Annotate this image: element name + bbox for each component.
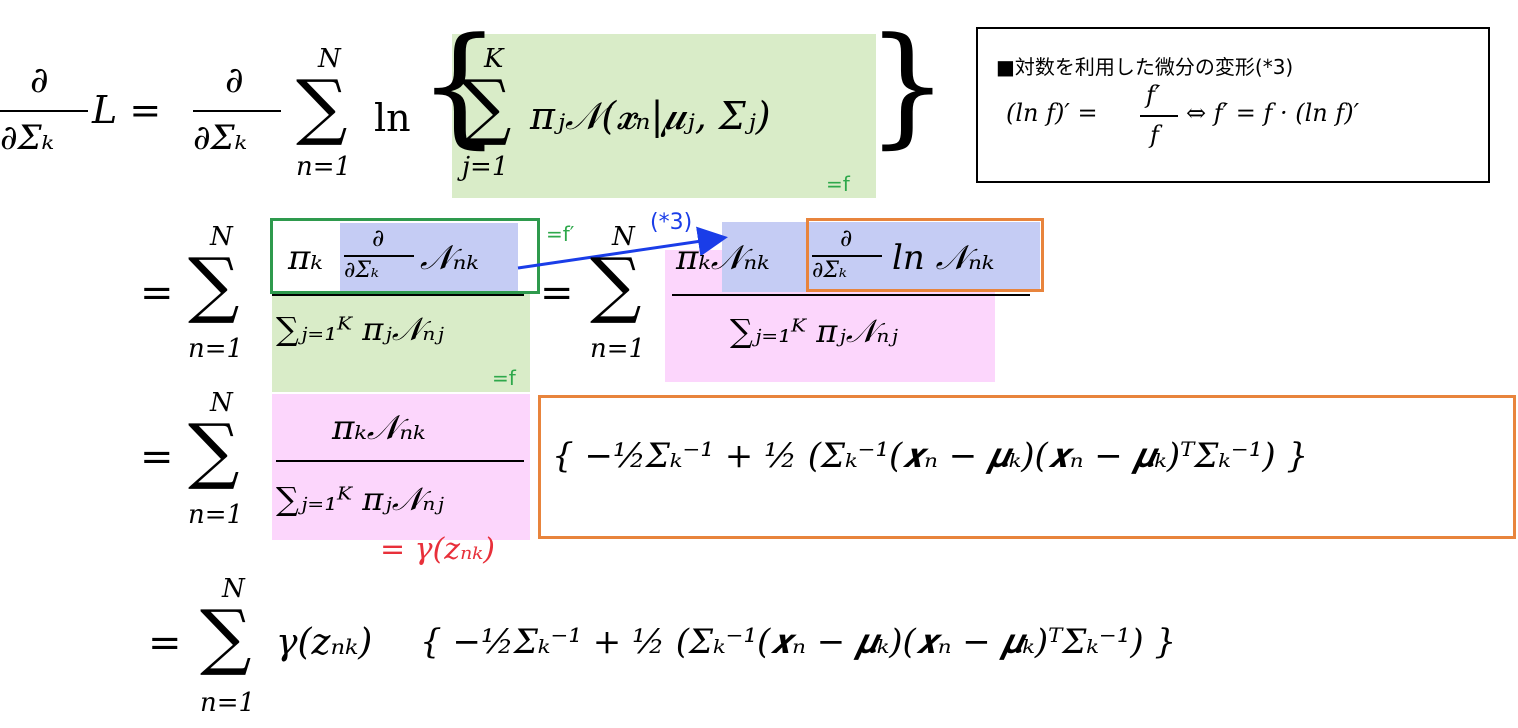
l2-num-left-pi: πₖ xyxy=(288,238,323,278)
l1-partial-bottom-2: ∂Σₖ xyxy=(193,118,248,158)
l2-sum-top: N xyxy=(210,222,233,252)
l2-sum-bot: n=1 xyxy=(188,334,244,364)
numerator-left-partial-highlight xyxy=(340,223,518,291)
l2-sum2-sign: ∑ xyxy=(590,242,642,326)
l3-sum-sign: ∑ xyxy=(188,408,240,492)
label-eq-f-2: =f xyxy=(492,366,516,390)
l4-eq: = xyxy=(148,620,182,666)
l3-fracbar xyxy=(276,460,524,462)
label-eq-fprime: =f′ xyxy=(546,222,575,246)
l1-ln: ln xyxy=(374,96,411,140)
l2-num-left-partial-bar xyxy=(344,255,414,257)
l2-num-left-partial-top: ∂ xyxy=(372,224,385,252)
l1-left-brace: { xyxy=(418,9,501,161)
l2-num-right-partial-bot: ∂Σₖ xyxy=(812,258,847,283)
label-gamma: = γ(zₙₖ) xyxy=(380,532,495,567)
ln-derivative-box xyxy=(806,218,1044,292)
l2-sum-sign: ∑ xyxy=(188,242,240,326)
l1-L: L = xyxy=(92,88,162,132)
l2-den-left: ∑ⱼ₌₁ᴷ πⱼ𝒩ₙⱼ xyxy=(276,310,444,348)
l4-sum-bot: n=1 xyxy=(200,688,256,718)
l3-num: πₖ𝒩ₙₖ xyxy=(332,408,426,448)
l2-num-right-partial-top: ∂ xyxy=(840,224,853,252)
l3-den: ∑ⱼ₌₁ᴷ πⱼ𝒩ₙⱼ xyxy=(276,480,444,518)
inner-sum-highlight xyxy=(452,34,876,198)
l2-sum2-bot: n=1 xyxy=(590,334,646,364)
l1-inner-sigma: ∑ xyxy=(460,64,512,148)
l1-right-brace: } xyxy=(866,9,949,161)
l3-sum-bot: n=1 xyxy=(188,500,244,530)
label-eq-f-1: =f xyxy=(826,172,850,196)
l3-bracket: { −½Σₖ⁻¹ + ½ (Σₖ⁻¹(𝒙ₙ − 𝝁ₖ)(𝒙ₙ − 𝝁ₖ)ᵀΣₖ⁻… xyxy=(552,436,1309,476)
l3-eq: = xyxy=(140,434,174,480)
l1-partial-top: ∂ xyxy=(30,60,49,101)
l2-num-left-partial-bot: ∂Σₖ xyxy=(344,258,379,283)
note-formula-den: f xyxy=(1150,121,1159,149)
label-star3: (*3) xyxy=(650,210,693,235)
denominator-left-highlight xyxy=(272,292,530,392)
l4-sum-top: N xyxy=(222,574,245,604)
l2-sum2-top: N xyxy=(612,222,635,252)
note-title: ■対数を利用した微分の変形(*3) xyxy=(996,55,1294,79)
l2-eq: = xyxy=(140,270,174,316)
note-formula-fracbar xyxy=(1140,115,1178,117)
l4-bracket: { −½Σₖ⁻¹ + ½ (Σₖ⁻¹(𝒙ₙ − 𝝁ₖ)(𝒙ₙ − 𝝁ₖ)ᵀΣₖ⁻… xyxy=(420,622,1177,662)
bracket-term-box xyxy=(538,395,1516,539)
l4-gamma: γ(zₙₖ) xyxy=(276,622,373,663)
l1-partial-bottom: ∂Σₖ xyxy=(0,118,55,158)
numerator-right-highlight-top xyxy=(722,222,1040,292)
l2-right-fracbar xyxy=(672,294,1030,296)
note-box: ■対数を利用した微分の変形(*3) (ln f)′ = f′ f ⇔ f′ = … xyxy=(976,27,1490,183)
l1-sum-bot: n=1 xyxy=(296,152,352,182)
line3-fraction-highlight xyxy=(272,394,530,540)
l1-inner-top: K xyxy=(484,44,504,74)
l1-inner-bot: j=1 xyxy=(462,152,509,182)
l1-fracbar-1 xyxy=(0,110,88,112)
note-formula-rhs: ⇔ f′ = f · (ln f)′ xyxy=(1186,99,1360,127)
l4-sum-sign: ∑ xyxy=(200,594,252,678)
l1-sum-top: N xyxy=(318,44,341,74)
l1-sum-sign: ∑ xyxy=(296,64,348,148)
l2-num-right: πₖ𝒩ₙₖ xyxy=(676,238,770,278)
l2-den-right: ∑ⱼ₌₁ᴷ πⱼ𝒩ₙⱼ xyxy=(730,312,898,350)
l2-num-right-ln: ln 𝒩ₙₖ xyxy=(892,238,995,278)
l3-sum-top: N xyxy=(210,388,233,418)
note-formula-num: f′ xyxy=(1146,81,1161,109)
l2-num-left-N: 𝒩ₙₖ xyxy=(420,238,479,278)
l1-fracbar-2 xyxy=(193,110,281,112)
note-formula-lhs: (ln f)′ = xyxy=(1006,99,1098,127)
l1-partial-top-2: ∂ xyxy=(225,60,244,101)
l2-num-right-partial-bar xyxy=(812,255,882,257)
l2-left-fracbar xyxy=(272,294,524,296)
l2-eq2: = xyxy=(540,270,574,316)
l1-inner-body: πⱼ𝒩(𝒙ₙ|𝝁ⱼ, Σⱼ) xyxy=(530,94,771,138)
